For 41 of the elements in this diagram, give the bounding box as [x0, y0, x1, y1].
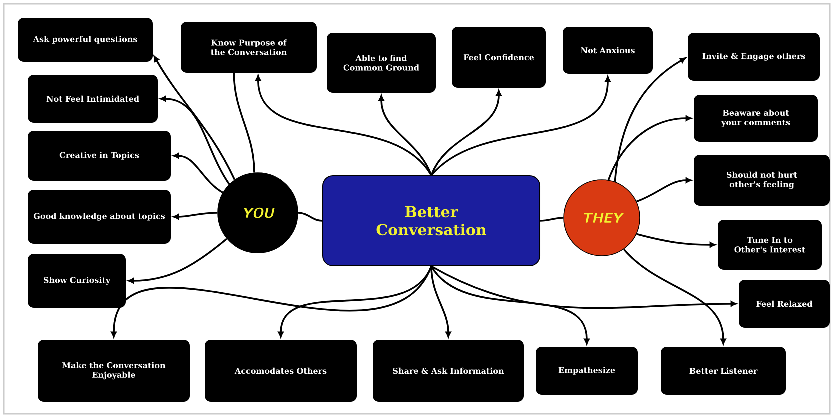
arrow [636, 178, 692, 203]
arrow [278, 266, 432, 338]
arrow [173, 153, 224, 194]
process-box: Share & Ask Information [373, 340, 524, 402]
arrow [256, 75, 432, 176]
process-box: Creative in Topics [28, 131, 171, 181]
process-box: Make the Conversation Enjoyable [38, 340, 190, 402]
process-box: Show Curiosity [28, 254, 126, 308]
arrow [430, 266, 452, 338]
arrow [160, 96, 230, 185]
arrow [614, 58, 686, 182]
process-box: Able to find Common Ground [327, 33, 436, 93]
arrow [173, 212, 218, 220]
process-box: Not Feel Intimidated [28, 75, 158, 123]
process-box: Empathesize [536, 347, 638, 395]
arrow [430, 90, 502, 176]
connector-line [298, 212, 323, 222]
process-box: Better Listener [661, 347, 786, 395]
process-box: Tune In to Other's Interest [718, 220, 822, 270]
process-box: Know Purpose of the Conversation [181, 22, 317, 73]
connector-line [540, 217, 564, 222]
process-box: Should not hurt other's feeling [694, 155, 830, 206]
arrow [430, 76, 611, 176]
central-topic-box: Better Conversation [322, 176, 540, 266]
process-box: Feel Confidence [452, 27, 546, 88]
arrow [430, 266, 590, 345]
arrow [378, 95, 432, 176]
arrow [431, 266, 737, 310]
arrow [636, 233, 716, 248]
arrow [623, 248, 726, 345]
process-box: Not Anxious [563, 27, 654, 74]
process-box: Beaware about your comments [694, 95, 818, 142]
process-box: Ask powerful questions [18, 18, 153, 62]
arrow [128, 238, 228, 284]
process-box: Good knowledge about topics [28, 190, 171, 244]
process-box: Invite & Engage others [688, 33, 820, 81]
arrow [154, 56, 236, 180]
process-box: Feel Relaxed [739, 280, 830, 328]
connector-line [233, 73, 256, 173]
arrow [608, 116, 692, 181]
process-box: Accomodates Others [205, 340, 357, 402]
